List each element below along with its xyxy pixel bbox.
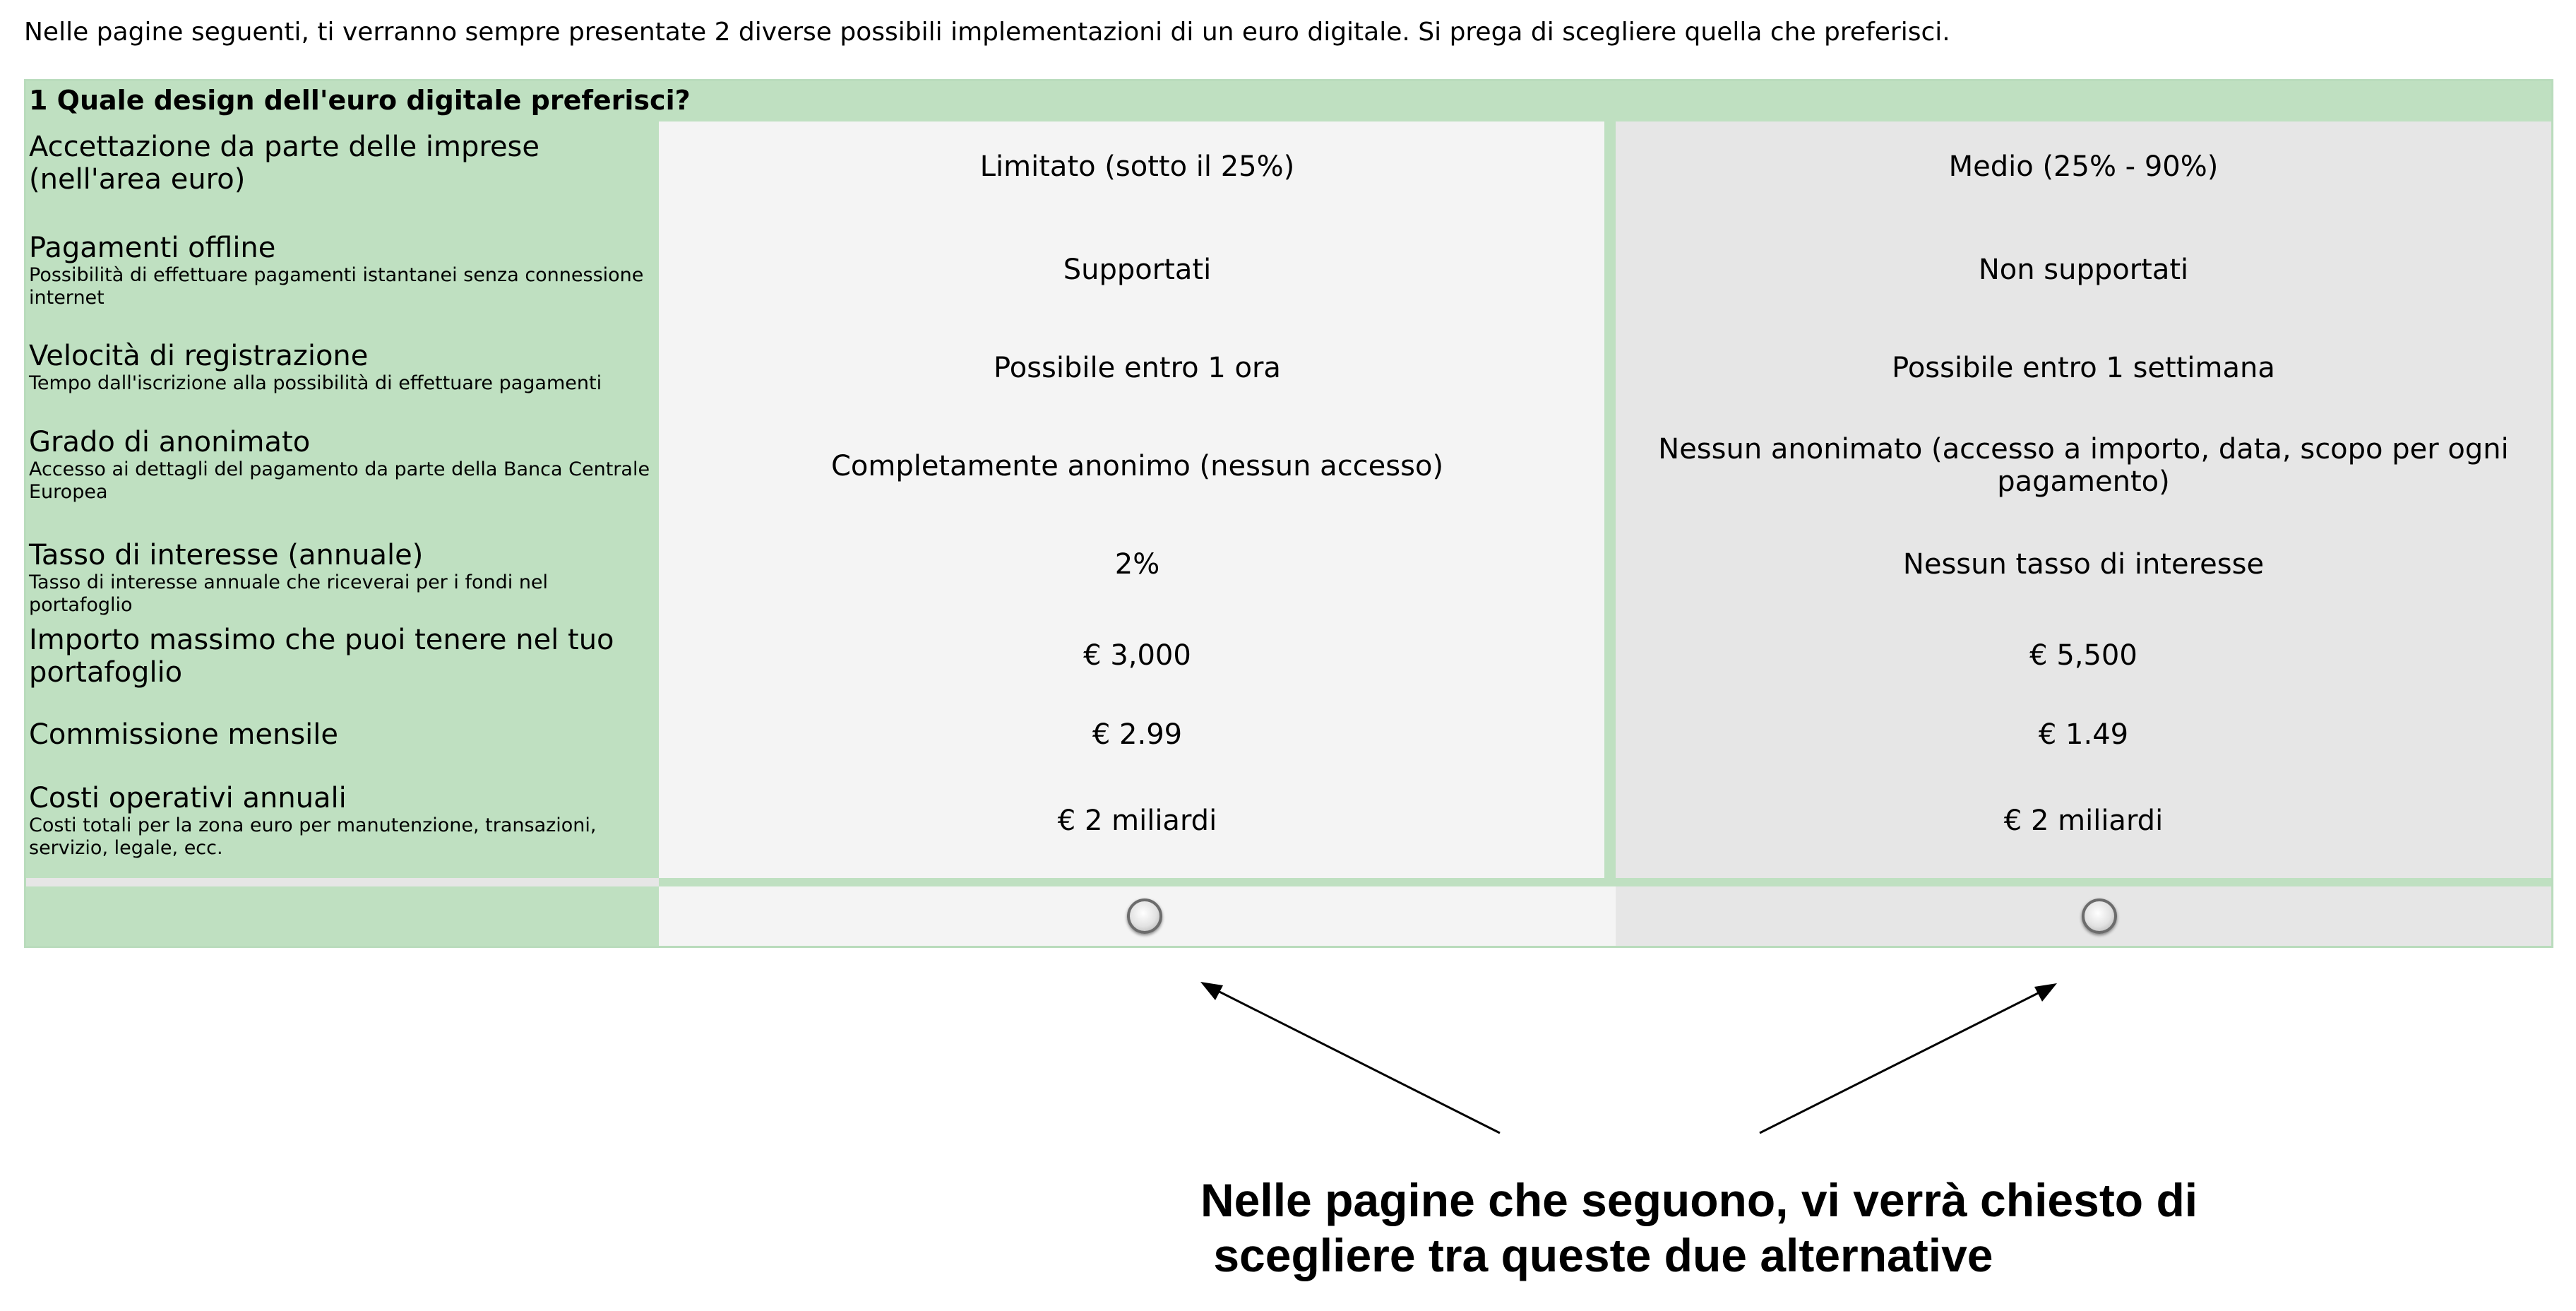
attribute-row-registration-speed: Velocità di registrazione Tempo dall'isc…	[29, 340, 650, 395]
attribute-row-max-amount: Importo massimo che puoi tenere nel tuo …	[29, 624, 650, 689]
attribute-row-interest-rate: Tasso di interesse (annuale) Tasso di in…	[29, 539, 650, 617]
intro-text: Nelle pagine seguenti, ti verranno sempr…	[24, 18, 1950, 47]
attribute-row-monthly-fee: Commissione mensile	[29, 718, 650, 751]
attribute-description: Tasso di interesse annuale che riceverai…	[29, 571, 549, 616]
attribute-row-anonymity: Grado di anonimato Accesso ai dettagli d…	[29, 426, 650, 504]
option-a-value: € 2.99	[1092, 718, 1183, 751]
option-a-value: € 3,000	[1083, 639, 1191, 672]
attribute-description: Possibilità di effettuare pagamenti ista…	[29, 264, 644, 309]
attribute-row-operating-costs: Costi operativi annuali Costi totali per…	[29, 782, 650, 860]
option-b-value: € 2 miliardi	[2003, 805, 2164, 837]
attribute-name: Accettazione da parte delle imprese (nel…	[29, 131, 540, 196]
attribute-name: Importo massimo che puoi tenere nel tuo …	[29, 624, 614, 689]
arrow-head-b	[2034, 983, 2057, 1002]
option-b-value: Nessun anonimato (accesso a importo, dat…	[1658, 433, 2509, 498]
option-b-value: Possibile entro 1 settimana	[1892, 352, 2275, 384]
option-a-value: Possibile entro 1 ora	[994, 352, 1281, 384]
choice-question-table: 1 Quale design dell'euro digitale prefer…	[24, 79, 2553, 948]
attribute-name: Velocità di registrazione	[29, 340, 369, 372]
option-b-value: Medio (25% - 90%)	[1948, 150, 2219, 183]
attribute-description: Accesso ai dettagli del pagamento da par…	[29, 458, 650, 503]
option-a-column	[659, 121, 1604, 878]
option-a-radio[interactable]	[1127, 898, 1162, 934]
arrow-to-option-a	[1205, 983, 1501, 1134]
question-title: 1 Quale design dell'euro digitale prefer…	[26, 81, 2551, 119]
attribute-name: Pagamenti offline	[29, 232, 276, 264]
option-b-radio[interactable]	[2082, 898, 2117, 934]
arrow-head-a	[1200, 982, 1223, 1000]
row-divider	[26, 878, 659, 886]
attribute-name: Costi operativi annuali	[29, 782, 347, 814]
attribute-name: Commissione mensile	[29, 718, 338, 751]
option-b-value: Non supportati	[1978, 254, 2189, 286]
option-a-value: Completamente anonimo (nessun accesso)	[830, 450, 1444, 482]
annotation-text: Nelle pagine che seguono, vi verrà chies…	[1200, 1174, 2198, 1281]
option-b-value: Nessun tasso di interesse	[1902, 548, 2265, 581]
option-a-value: Supportati	[1063, 254, 1212, 286]
option-b-value: € 5,500	[2029, 639, 2137, 672]
option-a-value: 2%	[1114, 548, 1160, 581]
row-divider	[659, 878, 2551, 886]
attribute-row-offline-payments: Pagamenti offline Possibilità di effettu…	[29, 232, 650, 309]
attribute-description: Costi totali per la zona euro per manute…	[29, 814, 597, 859]
attribute-name: Grado di anonimato	[29, 426, 311, 458]
option-b-value: € 1.49	[2038, 718, 2129, 751]
option-b-column	[1616, 121, 2551, 878]
attribute-row-acceptance: Accettazione da parte delle imprese (nel…	[29, 131, 650, 196]
attribute-name: Tasso di interesse (annuale)	[29, 539, 424, 571]
option-a-value: Limitato (sotto il 25%)	[979, 150, 1295, 183]
option-a-value: € 2 miliardi	[1057, 805, 1217, 837]
arrow-to-option-b	[1759, 985, 2053, 1134]
attribute-description: Tempo dall'iscrizione alla possibilità d…	[29, 372, 602, 394]
